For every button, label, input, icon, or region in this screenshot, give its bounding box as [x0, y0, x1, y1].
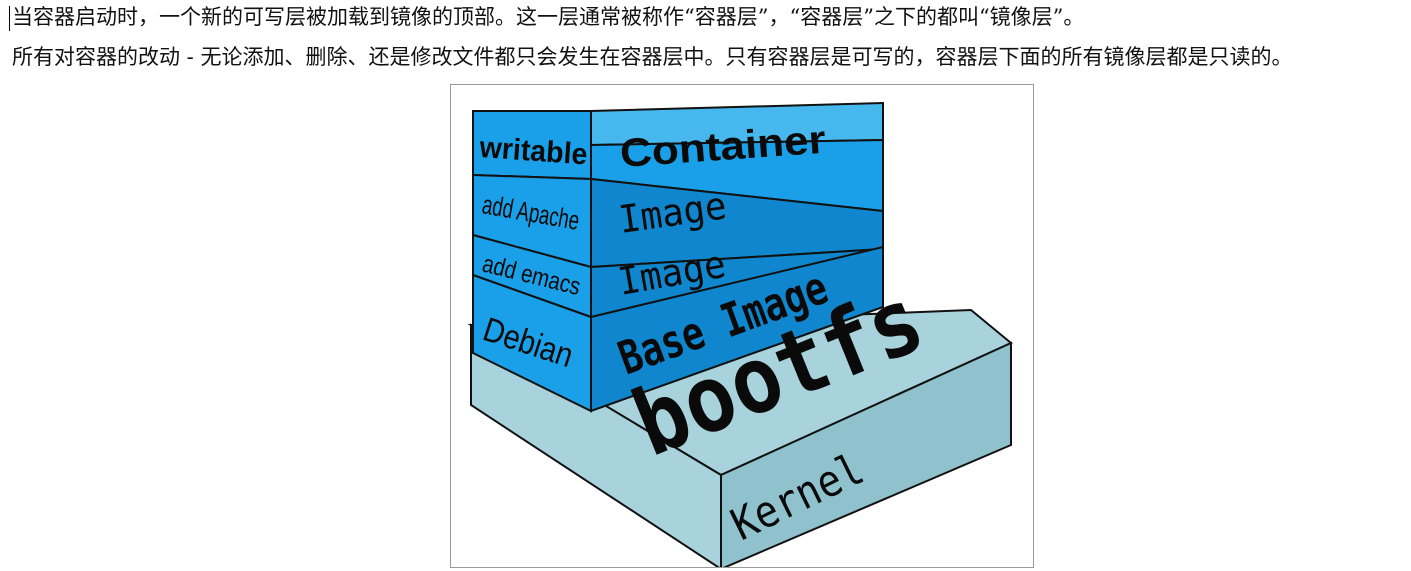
- paragraph-container-layer-intro: 当容器启动时，一个新的可写层被加载到镜像的顶部。这一层通常被称作“容器层”，“容…: [12, 5, 1085, 29]
- docker-layers-diagram: writable add Apache add emacs Debian Con…: [450, 84, 1034, 568]
- label-writable: writable: [478, 131, 589, 172]
- text-cursor: [9, 6, 10, 31]
- layer-face-base-image: [590, 245, 884, 413]
- paragraph-container-layer-writable: 所有对容器的改动 - 无论添加、删除、还是修改文件都只会发生在容器层中。只有容器…: [12, 45, 1293, 69]
- kernel-block-front: [470, 323, 722, 567]
- kernel-block-side: [720, 341, 1012, 567]
